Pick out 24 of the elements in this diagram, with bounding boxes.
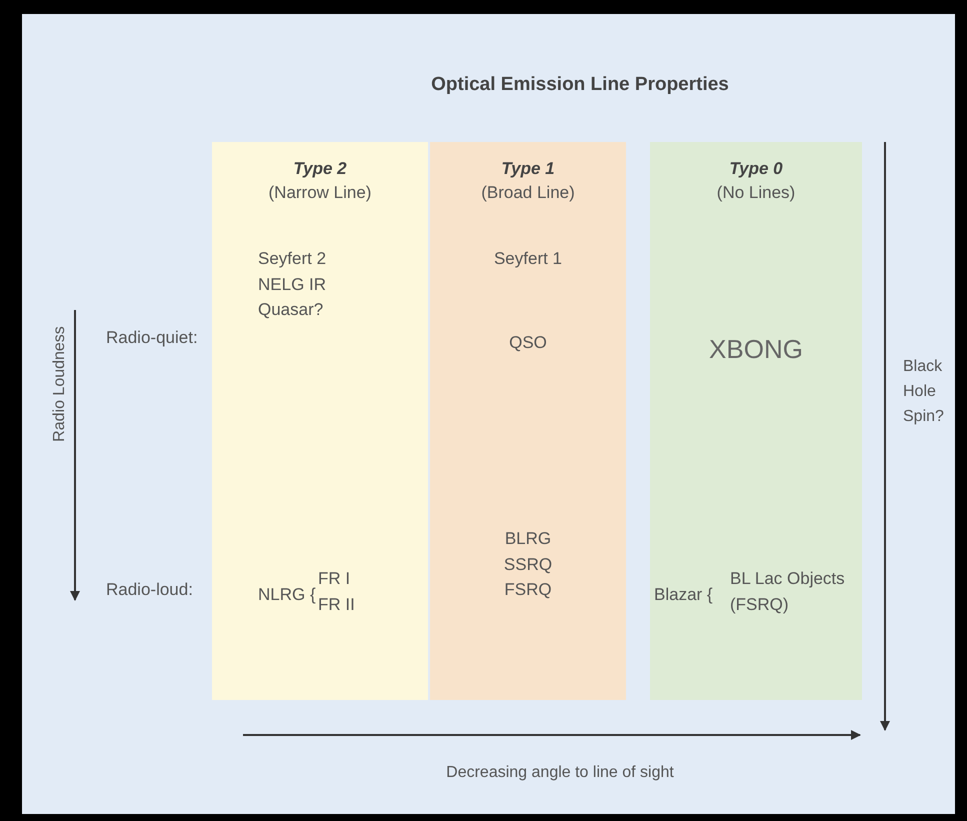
object-list: BL Lac Objects (FSRQ) bbox=[730, 569, 845, 614]
class-name: Blazar { bbox=[654, 585, 713, 604]
line-class: (Broad Line) bbox=[481, 183, 575, 202]
axis-label: Radio Loudness bbox=[51, 326, 68, 442]
object-list: Seyfert 2 NELG IR Quasar? bbox=[258, 249, 326, 319]
subclass-list: FR I FR II bbox=[318, 569, 355, 614]
row-label: Radio-quiet: bbox=[106, 328, 198, 347]
type-heading: Type 0 bbox=[729, 159, 783, 178]
type-column bbox=[212, 142, 428, 700]
object-name: QSO bbox=[509, 333, 547, 352]
type-column bbox=[430, 142, 626, 700]
axis-label: Decreasing angle to line of sight bbox=[446, 764, 674, 781]
type-column bbox=[650, 142, 862, 700]
type-heading: Type 1 bbox=[501, 159, 555, 178]
class-name: NLRG { bbox=[258, 585, 316, 604]
line-class: (No Lines) bbox=[716, 183, 796, 202]
row-label: Radio-loud: bbox=[106, 580, 193, 599]
type-heading: Type 2 bbox=[293, 159, 347, 178]
object-list: BLRG SSRQ FSRQ bbox=[504, 529, 552, 599]
object-name: Seyfert 1 bbox=[494, 249, 562, 268]
line-class: (Narrow Line) bbox=[268, 183, 372, 202]
object-name: XBONG bbox=[709, 334, 803, 364]
axis-label: Black Hole Spin? bbox=[903, 358, 944, 425]
diagram-title: Optical Emission Line Properties bbox=[430, 74, 730, 96]
